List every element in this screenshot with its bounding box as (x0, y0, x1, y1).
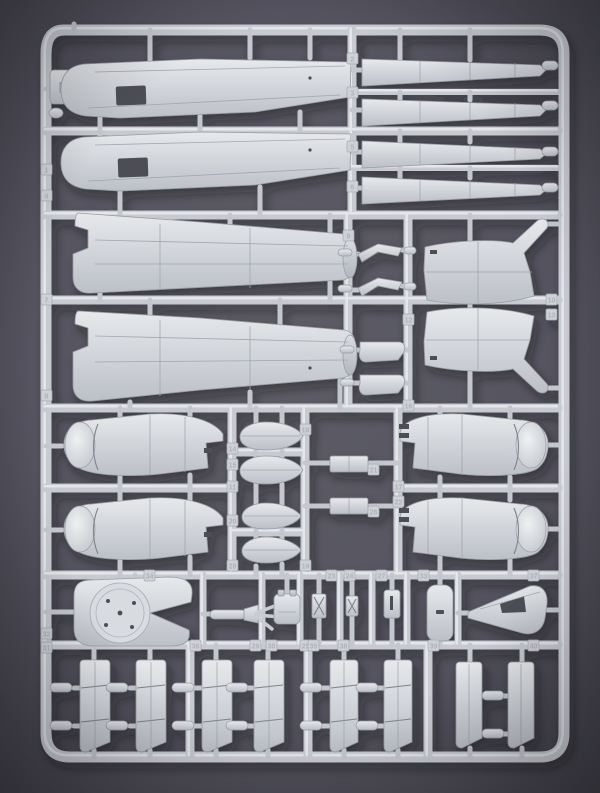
sprue-scene: B (0, 0, 600, 793)
vignette-overlay (0, 0, 600, 793)
sprue-photo: B (0, 0, 600, 793)
